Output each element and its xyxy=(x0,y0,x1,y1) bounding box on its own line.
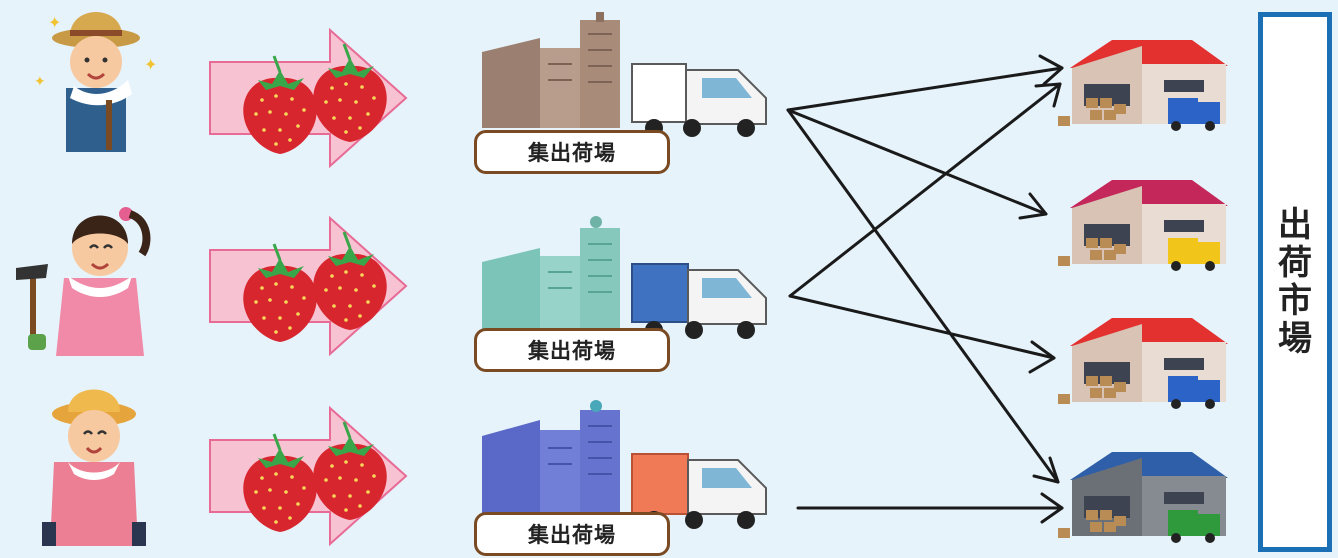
truck-blue-icon xyxy=(631,263,767,339)
warehouse-2-icon xyxy=(1058,180,1228,271)
shipping-market-label: 出荷市場 xyxy=(1278,204,1312,360)
svg-text:✦: ✦ xyxy=(34,74,46,90)
connection-arrows xyxy=(786,54,1064,524)
facility-label-2: 集出荷場 xyxy=(474,328,670,372)
facility-teal-building-icon xyxy=(482,216,620,336)
connection-3-to-4 xyxy=(796,492,1064,524)
warehouse-truck-green-icon xyxy=(1168,510,1220,543)
warehouse-1-icon xyxy=(1058,40,1228,131)
connection-1-to-1 xyxy=(786,54,1064,112)
connection-1-to-4 xyxy=(786,108,1060,484)
truck-white-icon xyxy=(631,63,767,137)
farmer-woman-hat-icon xyxy=(42,389,146,546)
svg-text:✦: ✦ xyxy=(144,55,157,74)
warehouse-truck-blue-icon xyxy=(1168,376,1220,409)
facility-label-1: 集出荷場 xyxy=(474,130,670,174)
connection-1-to-2 xyxy=(786,108,1048,220)
connection-2-to-3 xyxy=(788,294,1056,374)
connection-2-to-1 xyxy=(788,82,1062,298)
farmer-woman-ponytail-icon xyxy=(16,207,151,356)
warehouse-3-icon xyxy=(1058,318,1228,409)
shipping-market-box: 出荷市場 xyxy=(1258,12,1332,552)
svg-text:✦: ✦ xyxy=(48,13,61,32)
farmer-man-straw-hat-icon: ✦ ✦ ✦ xyxy=(34,12,157,152)
warehouse-truck-yellow-icon xyxy=(1168,238,1220,271)
facility-purple-building-icon xyxy=(482,400,620,520)
facility-label-3: 集出荷場 xyxy=(474,512,670,556)
truck-orange-icon xyxy=(631,453,767,529)
facility-brown-building-icon xyxy=(482,12,620,128)
warehouse-4-icon xyxy=(1058,452,1228,543)
warehouse-truck-blue-icon xyxy=(1168,98,1220,131)
